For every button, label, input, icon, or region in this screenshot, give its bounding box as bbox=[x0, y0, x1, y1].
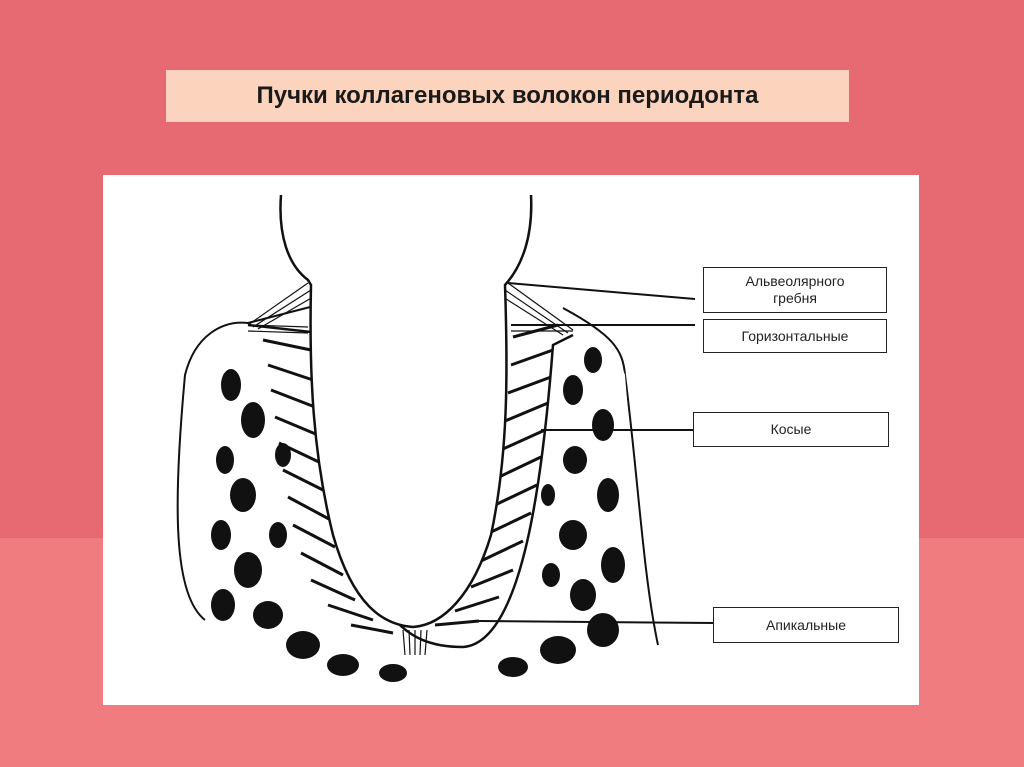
label-alveolar-crest-text: Альвеолярного гребня bbox=[745, 273, 845, 306]
leader-lines bbox=[478, 282, 716, 624]
label-alveolar-crest: Альвеолярного гребня bbox=[703, 267, 887, 313]
periodontal-ligament-diagram bbox=[176, 194, 716, 691]
label-oblique: Косые bbox=[693, 412, 889, 447]
label-horizontal: Горизонтальные bbox=[703, 319, 887, 353]
label-apical: Апикальные bbox=[713, 607, 899, 643]
apical-fibers bbox=[402, 629, 428, 656]
title-box: Пучки коллагеновых волокон периодонта bbox=[166, 70, 849, 122]
gum-contour bbox=[176, 304, 659, 646]
ligament-fibers bbox=[262, 323, 559, 635]
diagram-panel: Альвеолярного гребня Горизонтальные Косы… bbox=[103, 175, 919, 705]
tooth-crown bbox=[279, 194, 533, 629]
slide-title: Пучки коллагеновых волокон периодонта bbox=[256, 82, 759, 109]
label-apical-text: Апикальные bbox=[765, 616, 846, 633]
label-oblique-text: Косые bbox=[770, 421, 812, 437]
label-horizontal-text: Горизонтальные bbox=[741, 327, 849, 344]
